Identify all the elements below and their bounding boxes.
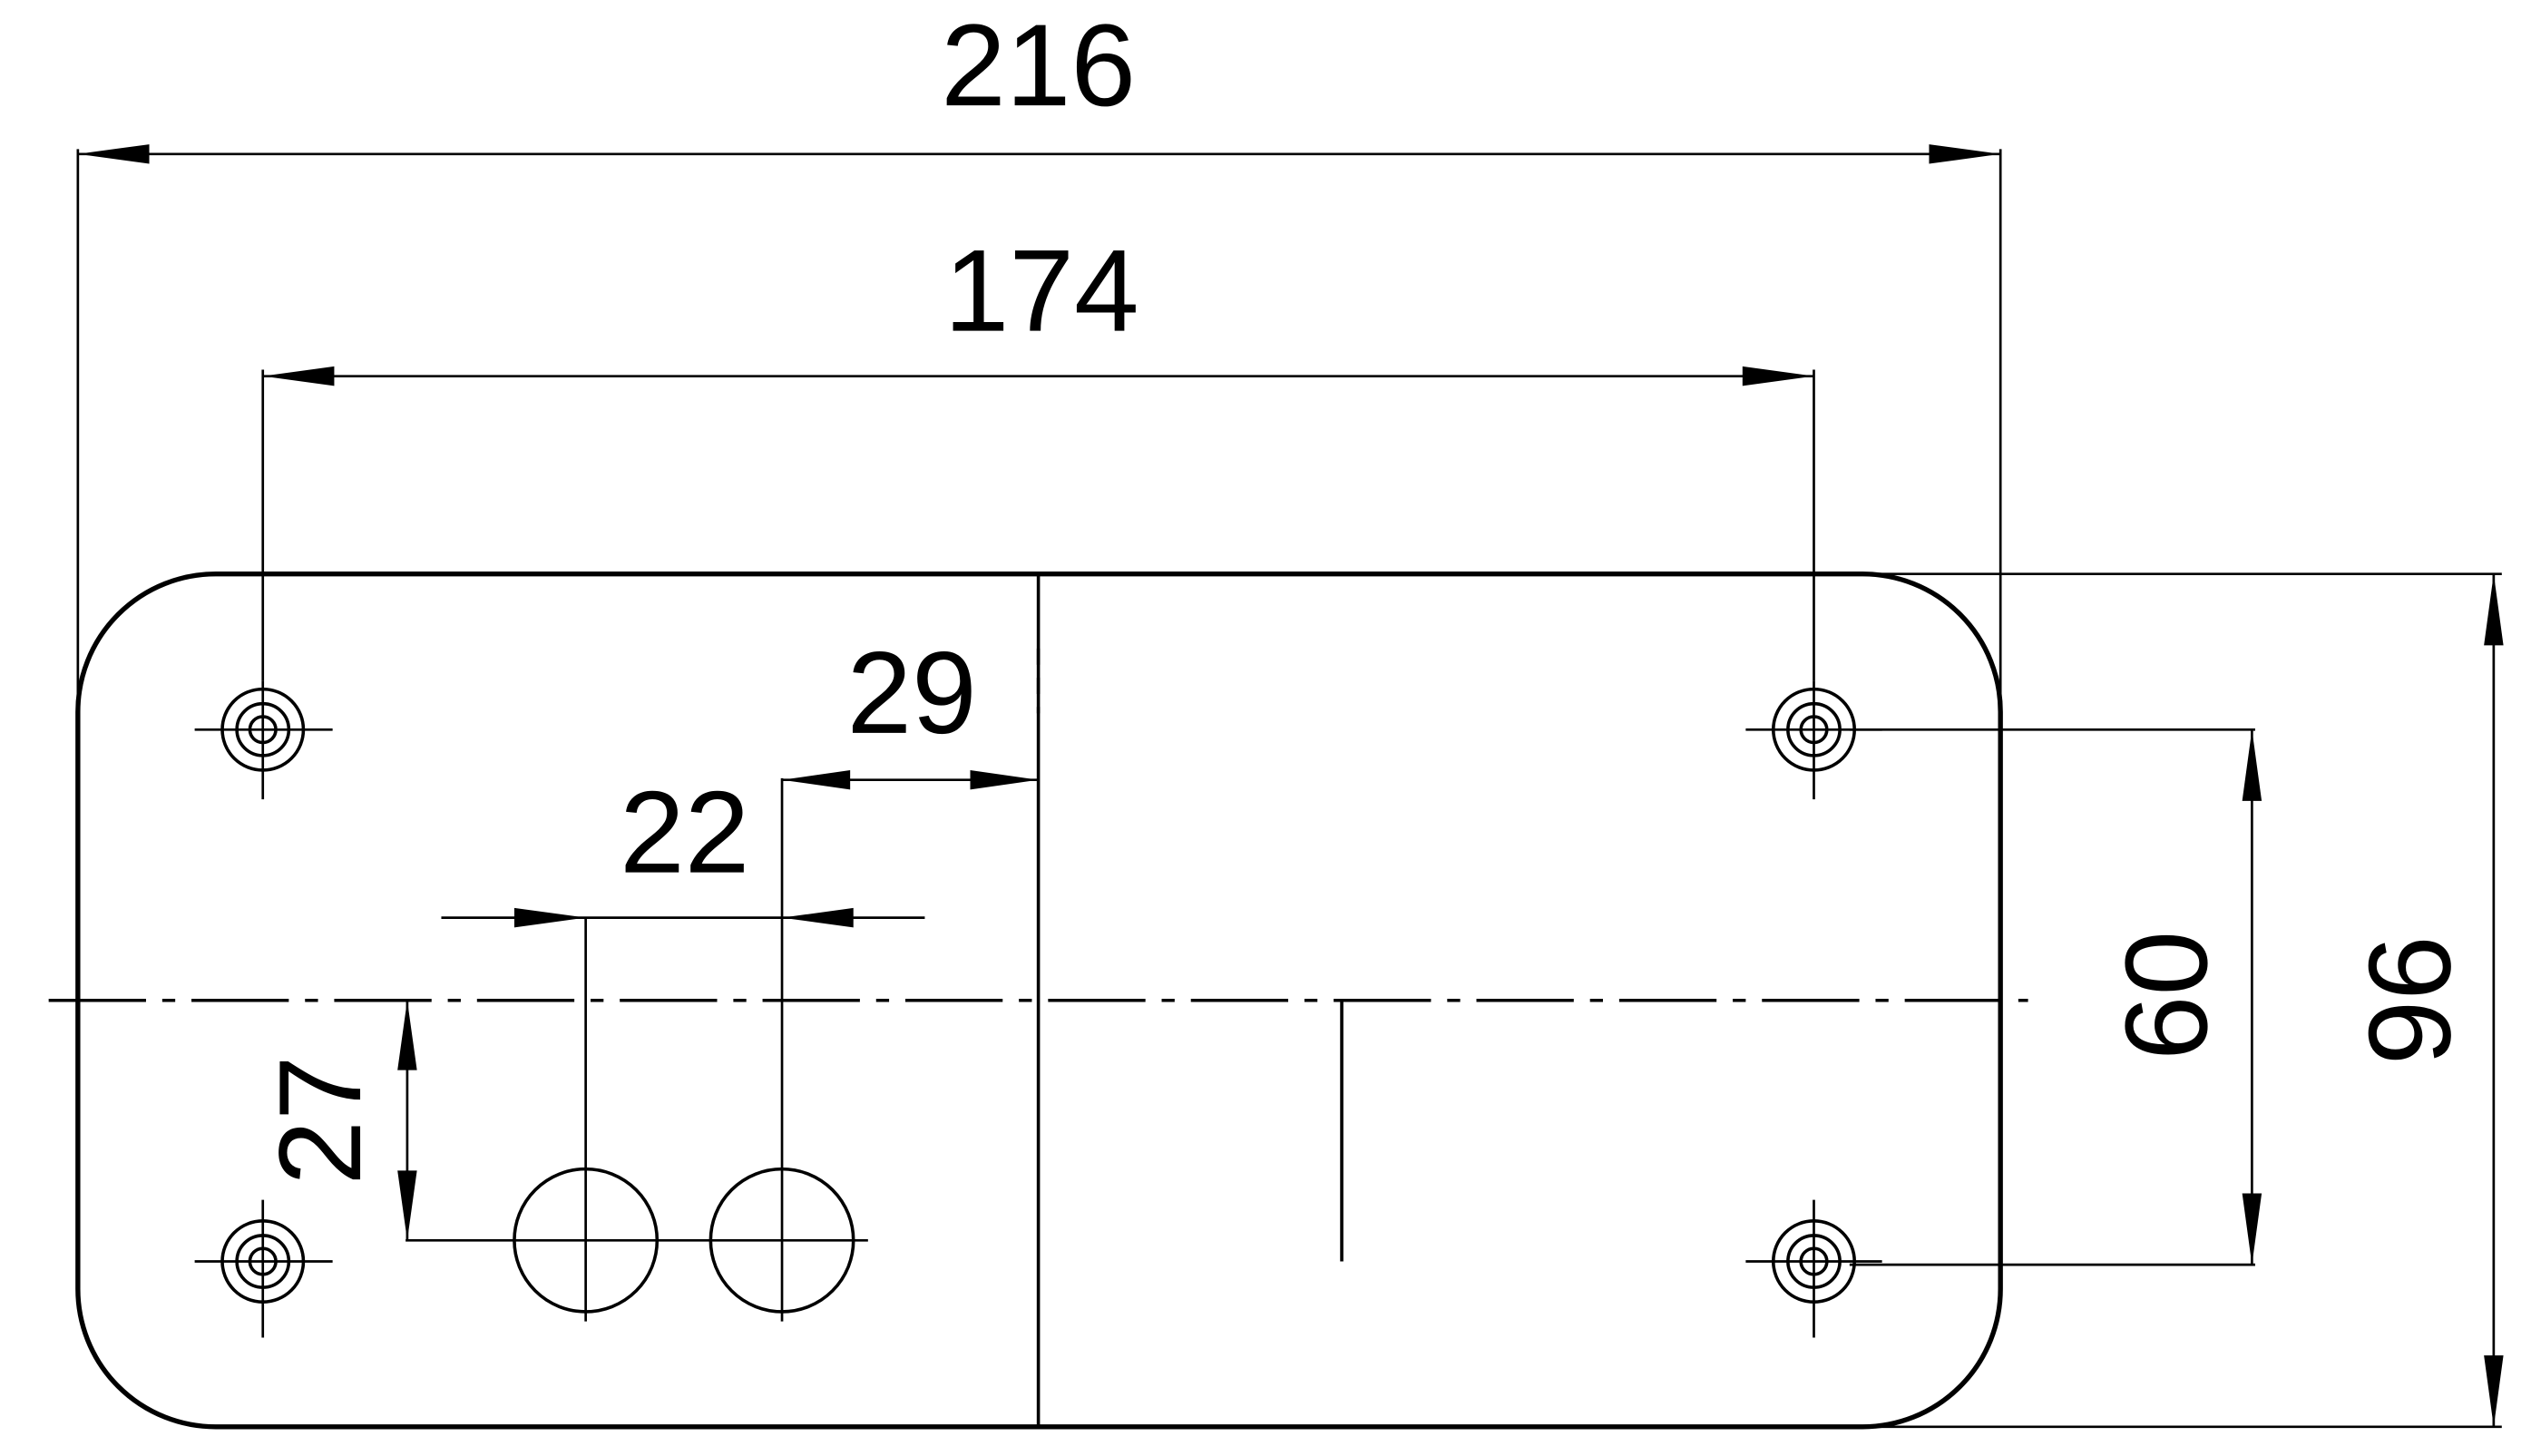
dimension-174: 174 [261, 226, 1815, 681]
dimension-22-label: 22 [620, 767, 749, 898]
dimension-60: 60 [1849, 728, 2262, 1266]
dimension-60-label: 60 [2101, 931, 2232, 1060]
dimension-216-label: 216 [941, 0, 1136, 131]
mounting-hole-bottom-left [194, 1199, 333, 1338]
dimension-96: 96 [1865, 572, 2504, 1429]
dimension-96-label: 96 [2345, 935, 2476, 1065]
dimension-27-label: 27 [255, 1055, 386, 1185]
dimension-29-label: 29 [846, 628, 976, 758]
dimension-27: 27 [255, 1000, 417, 1241]
dimension-216: 216 [76, 0, 2002, 714]
mounting-hole-top-left [194, 680, 333, 800]
dimension-22: 22 [441, 767, 925, 928]
dimension-174-label: 174 [944, 226, 1139, 357]
mounting-hole-top-right [1745, 680, 1882, 800]
mounting-hole-bottom-right [1745, 1199, 1882, 1338]
dimension-29: 29 [782, 628, 1039, 790]
